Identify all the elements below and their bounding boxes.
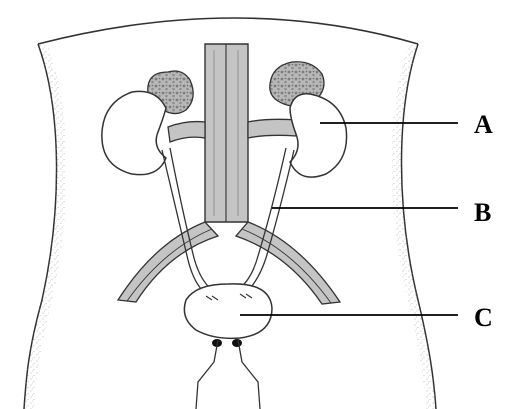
label-a: A xyxy=(474,110,493,139)
callout-lines xyxy=(240,123,458,315)
label-c: C xyxy=(474,303,493,332)
urethra xyxy=(196,340,260,409)
label-b: B xyxy=(474,198,491,227)
aorta-and-vena-cava xyxy=(205,44,248,222)
